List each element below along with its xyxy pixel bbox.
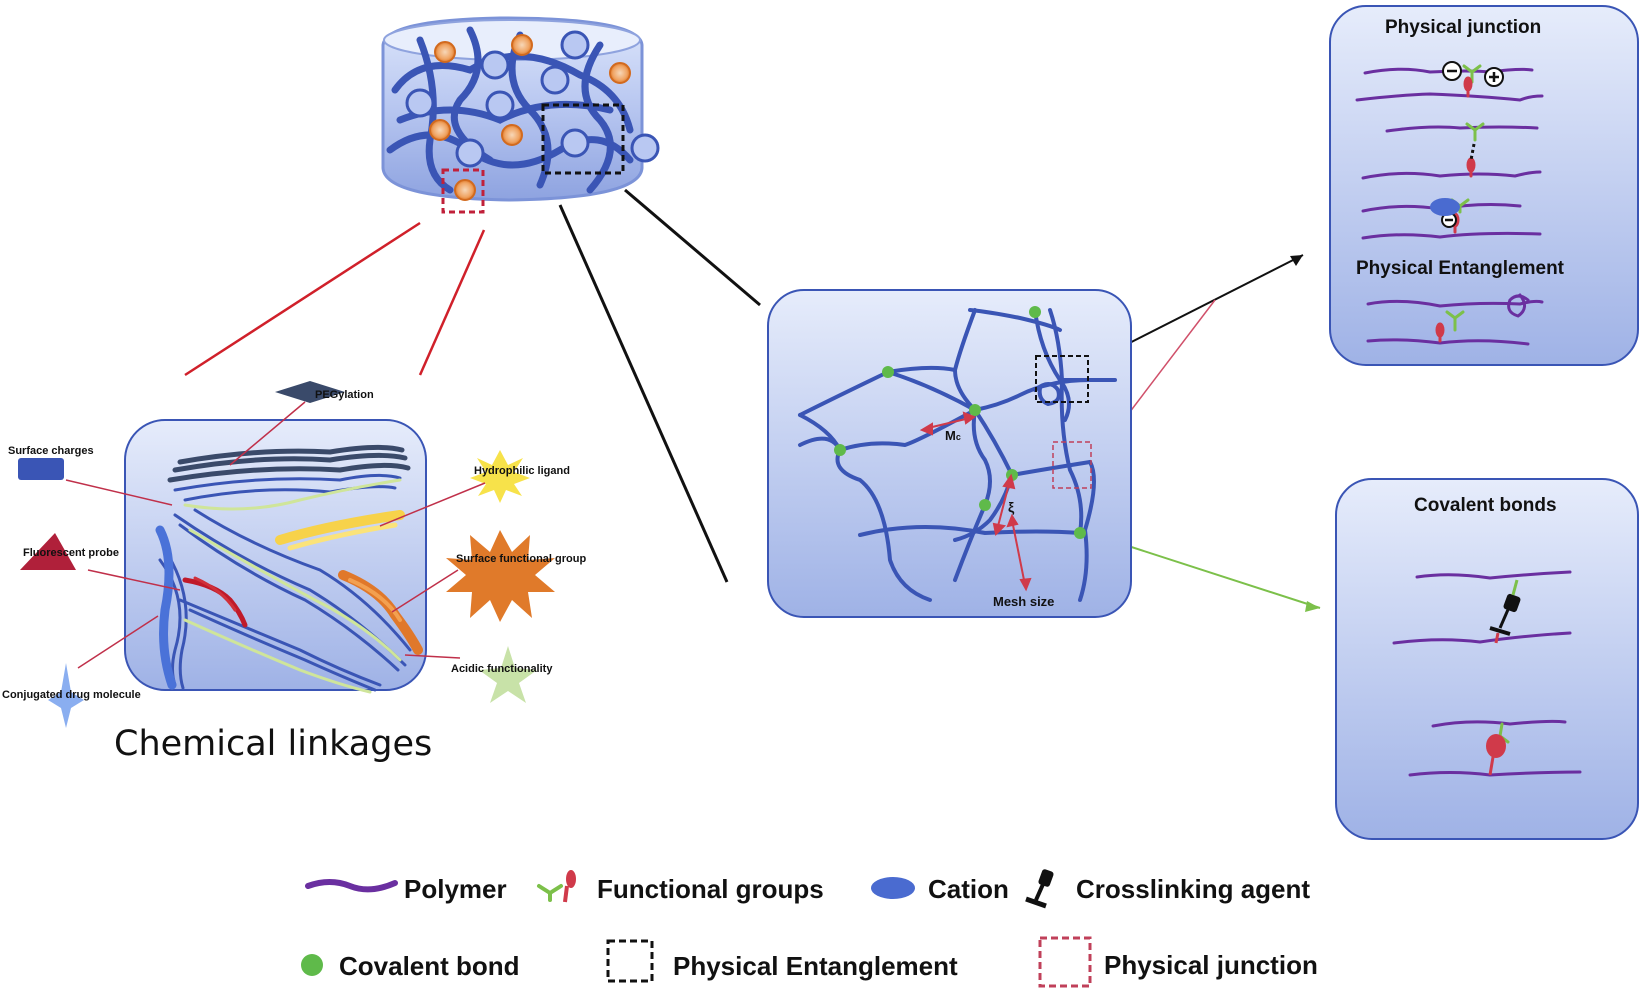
surface-functional-group-icon [446, 530, 555, 622]
network-junction-box [1052, 441, 1092, 489]
covalent-bond-swatch [301, 954, 323, 976]
chemical-linkages-box [124, 419, 427, 694]
legend-physical-entanglement-label: Physical Entanglement [673, 951, 958, 981]
surface-charges-icon [18, 458, 64, 480]
legend-cation-label: Cation [928, 874, 1009, 904]
acidic-functionality-label: Acidic functionality [451, 663, 553, 675]
xi-label: ξ [1008, 499, 1015, 515]
network-box: Mc ξ Mesh size [767, 289, 1132, 618]
cation-swatch [871, 877, 915, 899]
fluorescent-probe-icon [20, 533, 76, 570]
chemical-linkages-caption: Chemical linkages [114, 724, 432, 764]
entanglement-marker [541, 103, 625, 175]
hydrophilic-ligand-icon [470, 450, 530, 503]
network-entanglement-box [1035, 355, 1089, 403]
legend-covalent-bond-label: Covalent bond [339, 951, 520, 981]
chemical-icons [18, 381, 555, 728]
legend-physical-junction-label: Physical junction [1104, 950, 1318, 980]
physical-panel: Physical junction [1329, 5, 1639, 366]
legend-covalent-bond: Covalent bond [301, 951, 520, 981]
legend-crosslinking-agent: Crosslinking agent [1025, 869, 1310, 909]
legend: Polymer Functional groups Cation Crossli… [301, 869, 1318, 988]
hydrophilic-ligand-label: Hydrophilic ligand [474, 465, 570, 477]
legend-physical-junction: Physical junction [1038, 936, 1318, 988]
legend-polymer-label: Polymer [404, 874, 507, 904]
fluorescent-probe-label: Fluorescent probe [23, 547, 119, 559]
covalent-panel: Covalent bonds [1335, 478, 1639, 840]
conjugated-drug-molecule-label: Conjugated drug molecule [2, 689, 141, 701]
pegylation-label: PEGylation [315, 389, 374, 401]
legend-functional-groups-label: Functional groups [597, 874, 824, 904]
legend-physical-entanglement: Physical Entanglement [606, 939, 958, 983]
hydrogel-cylinder [381, 16, 660, 214]
crosslinking-agent-icon [1025, 869, 1054, 909]
surface-functional-group-label: Surface functional group [456, 553, 586, 565]
legend-cation: Cation [871, 874, 1009, 904]
label-pointers [65, 401, 486, 669]
surface-charges-label: Surface charges [8, 445, 94, 457]
polymer-swatch [305, 879, 398, 893]
physical-junction-swatch [1038, 936, 1092, 988]
functional-group-swatch [537, 884, 563, 902]
legend-crosslinking-agent-label: Crosslinking agent [1076, 874, 1310, 904]
crosslinker-figure [1489, 593, 1521, 636]
physical-entanglement-title: Physical Entanglement [1356, 258, 1565, 279]
acidic-functionality-icon [479, 646, 537, 703]
mc-label: Mc [945, 428, 961, 443]
covalent-bonds-title: Covalent bonds [1414, 495, 1557, 516]
junction-marker [441, 168, 485, 214]
conjugated-drug-icon [48, 663, 84, 728]
physical-junction-title: Physical junction [1385, 17, 1541, 38]
legend-functional-groups: Functional groups [537, 870, 824, 904]
pegylation-icon [275, 381, 345, 403]
physical-entanglement-swatch [606, 939, 654, 983]
legend-polymer: Polymer [305, 874, 507, 904]
mesh-size-label: Mesh size [993, 594, 1054, 609]
